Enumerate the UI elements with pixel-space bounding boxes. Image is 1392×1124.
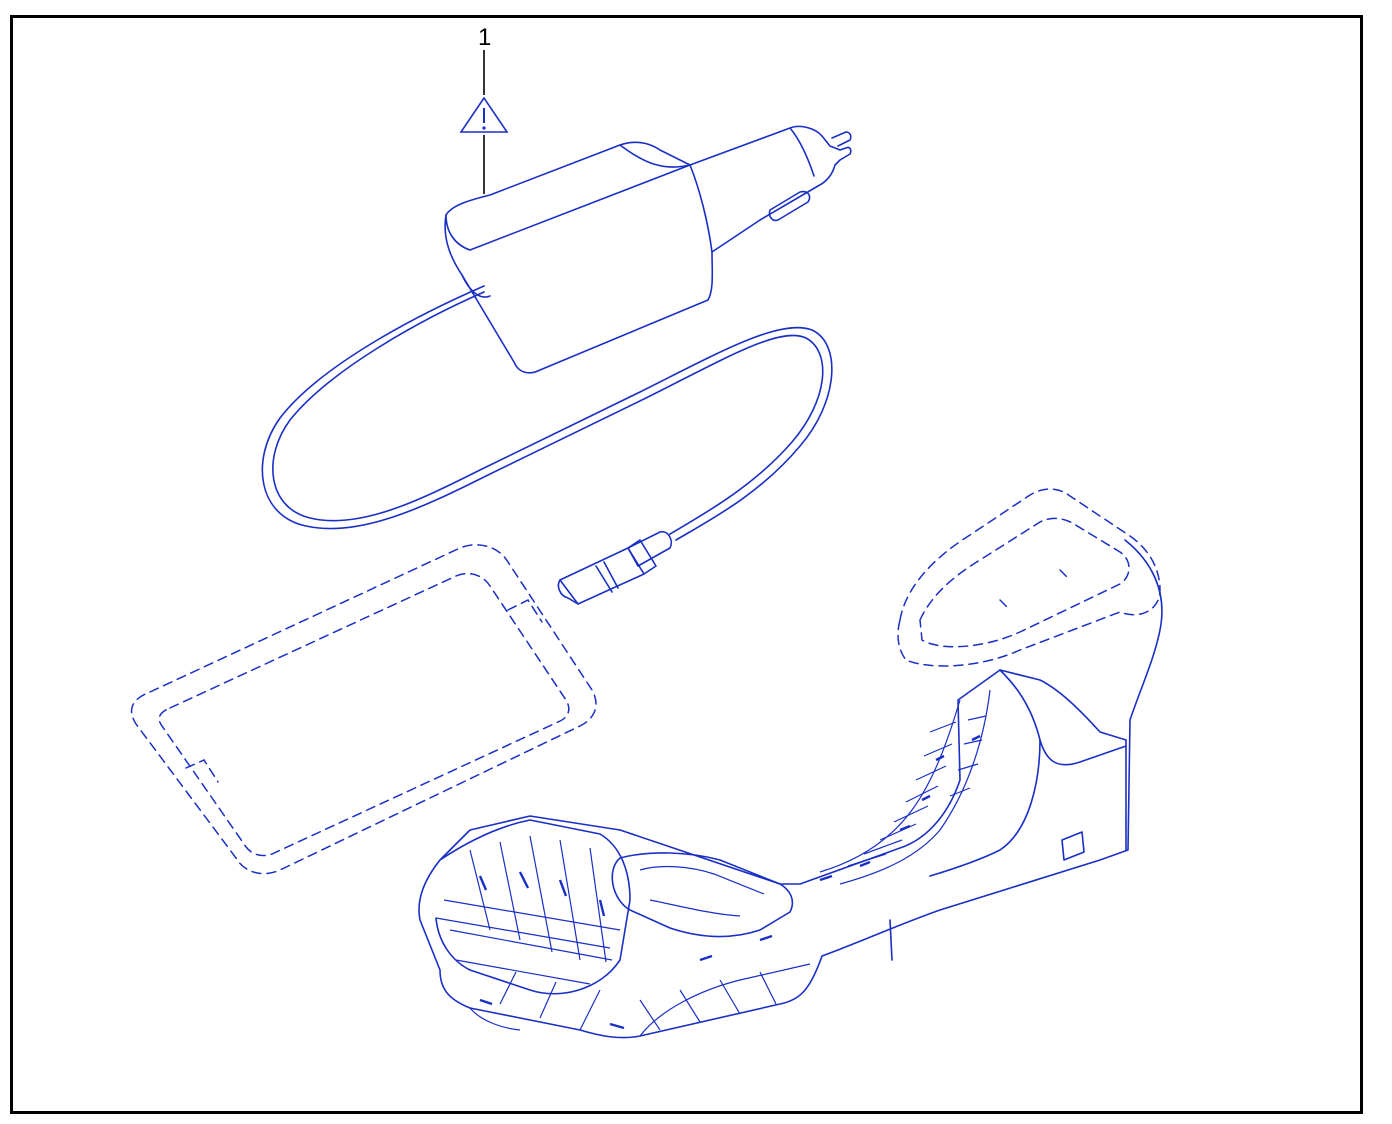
armrest-lid <box>897 488 1161 667</box>
center-console <box>418 539 1163 1039</box>
usb-c-connector <box>557 530 673 605</box>
smartphone-outline <box>130 544 597 875</box>
callout-number-1: 1 <box>478 24 491 51</box>
usb-car-charger <box>444 125 852 374</box>
diagram-frame <box>10 15 1363 1114</box>
usb-cable <box>261 285 833 541</box>
warning-triangle-icon <box>459 96 509 133</box>
